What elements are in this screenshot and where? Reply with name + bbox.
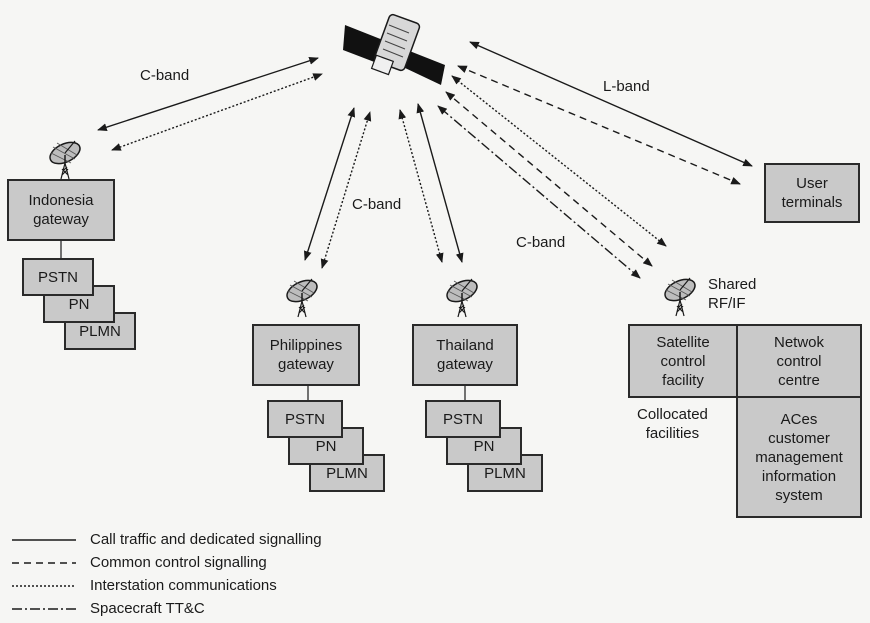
- network-control-centre-box: Netwok control centre: [736, 324, 862, 398]
- legend-item-solid: Call traffic and dedicated signalling: [90, 531, 322, 548]
- indonesia-dish-antenna-icon: [45, 137, 85, 180]
- cband-label-indonesia: C-band: [140, 67, 190, 84]
- philippines-gateway-box: Philippines gateway: [252, 324, 360, 386]
- link-philippines-call: [303, 107, 356, 261]
- user-terminals-box: User terminals: [764, 163, 860, 223]
- cband-label-control: C-band: [516, 234, 566, 251]
- shared-rf-if-label: Shared RF/IF: [708, 276, 757, 312]
- philippines-dish-antenna-icon: [282, 275, 322, 318]
- link-control-interstation: [451, 75, 667, 247]
- thailand-gateway-box: Thailand gateway: [412, 324, 518, 386]
- link-user-common: [457, 65, 741, 185]
- link-thailand-interstation: [398, 109, 444, 263]
- indonesia-gateway-box: Indonesia gateway: [7, 179, 115, 241]
- link-control-ttc: [437, 105, 641, 279]
- legend-item-dashed: Common control signalling: [90, 554, 267, 571]
- satellite-control-facility-box: Satellite control facility: [628, 324, 738, 398]
- lband-label: L-band: [603, 78, 650, 95]
- cband-label-middle: C-band: [352, 196, 402, 213]
- control-dish-antenna-icon: [660, 274, 700, 317]
- link-indonesia-interstation: [111, 73, 323, 151]
- legend-item-dotted: Interstation communications: [90, 577, 277, 594]
- collocated-facilities-label: Collocated facilities: [637, 406, 708, 442]
- link-indonesia-call: [97, 57, 319, 131]
- link-philippines-interstation: [320, 111, 372, 269]
- thailand-pstn-box: PSTN: [425, 400, 501, 438]
- link-thailand-call: [416, 103, 464, 263]
- thailand-dish-antenna-icon: [442, 275, 482, 318]
- philippines-pstn-box: PSTN: [267, 400, 343, 438]
- legend-item-dashdot: Spacecraft TT&C: [90, 600, 205, 617]
- satellite-icon: [343, 13, 445, 85]
- indonesia-pstn-box: PSTN: [22, 258, 94, 296]
- aces-customer-management-box: ACes customer management information sys…: [736, 396, 862, 518]
